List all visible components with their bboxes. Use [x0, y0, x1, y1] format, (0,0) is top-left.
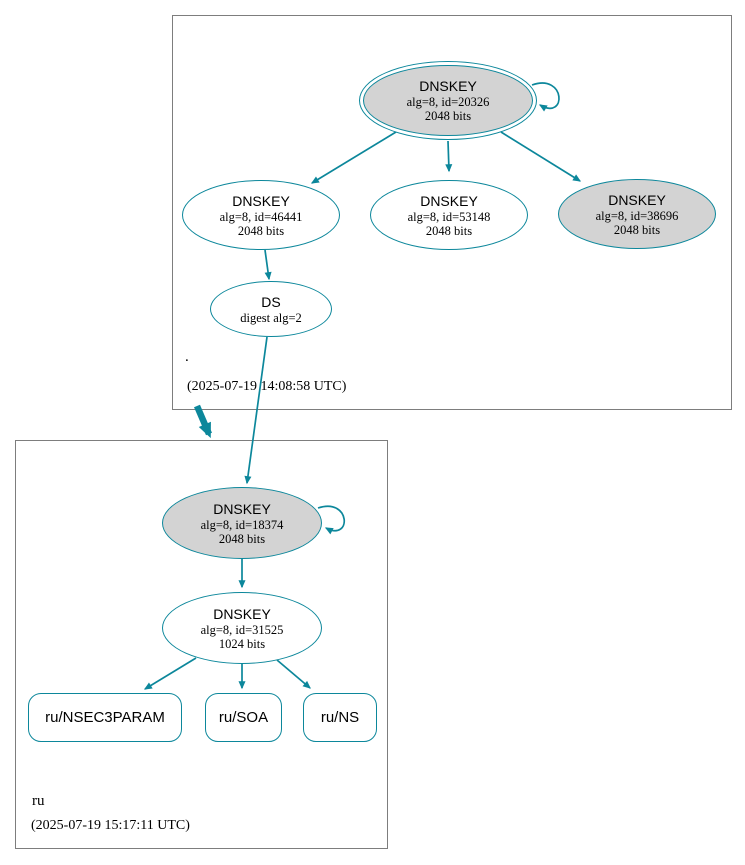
node-detail: 2048 bits — [218, 531, 266, 546]
node-detail: alg=8, id=53148 — [407, 209, 491, 224]
node-dnskey-20326-body: DNSKEY alg=8, id=20326 2048 bits — [363, 65, 533, 136]
node-detail: digest alg=2 — [240, 310, 302, 325]
node-detail: alg=8, id=46441 — [219, 209, 303, 224]
edge-delegation-root-to-ru-arrow — [194, 404, 212, 439]
node-detail: alg=8, id=20326 — [406, 95, 490, 109]
node-detail: alg=8, id=31525 — [200, 622, 284, 637]
node-title: DNSKEY — [608, 191, 666, 208]
zone-box-ru — [15, 440, 388, 849]
node-detail: 2048 bits — [425, 223, 473, 238]
node-rrset-ns[interactable]: ru/NS — [303, 693, 377, 742]
rrset-label: ru/NSEC3PARAM — [45, 709, 165, 726]
node-title: DS — [261, 293, 281, 310]
node-rrset-nsec3param[interactable]: ru/NSEC3PARAM — [28, 693, 182, 742]
node-detail: 2048 bits — [424, 109, 472, 123]
node-detail: 1024 bits — [218, 636, 266, 651]
node-detail: alg=8, id=38696 — [595, 208, 679, 223]
node-title: DNSKEY — [419, 78, 477, 94]
node-dnskey-20326[interactable]: DNSKEY alg=8, id=20326 2048 bits — [359, 61, 537, 140]
node-title: DNSKEY — [232, 192, 290, 209]
node-title: DNSKEY — [213, 605, 271, 622]
rrset-label: ru/NS — [320, 709, 360, 726]
zone-label-ru: ru — [32, 793, 45, 809]
node-dnskey-53148[interactable]: DNSKEY alg=8, id=53148 2048 bits — [370, 180, 528, 250]
node-title: DNSKEY — [420, 192, 478, 209]
node-dnskey-38696[interactable]: DNSKEY alg=8, id=38696 2048 bits — [558, 179, 716, 249]
node-dnskey-46441[interactable]: DNSKEY alg=8, id=46441 2048 bits — [182, 180, 340, 250]
node-dnskey-18374[interactable]: DNSKEY alg=8, id=18374 2048 bits — [162, 487, 322, 559]
zone-label-root: . — [185, 349, 189, 365]
node-detail: 2048 bits — [237, 223, 285, 238]
node-detail: 2048 bits — [613, 222, 661, 237]
node-ds[interactable]: DS digest alg=2 — [210, 281, 332, 337]
rrset-label: ru/SOA — [218, 709, 269, 726]
node-dnskey-31525[interactable]: DNSKEY alg=8, id=31525 1024 bits — [162, 592, 322, 664]
zone-box-root — [172, 15, 732, 410]
node-rrset-soa[interactable]: ru/SOA — [205, 693, 282, 742]
node-detail: alg=8, id=18374 — [200, 517, 284, 532]
node-title: DNSKEY — [213, 500, 271, 517]
zone-timestamp-root: (2025-07-19 14:08:58 UTC) — [187, 379, 347, 394]
zone-timestamp-ru: (2025-07-19 15:17:11 UTC) — [31, 818, 190, 833]
